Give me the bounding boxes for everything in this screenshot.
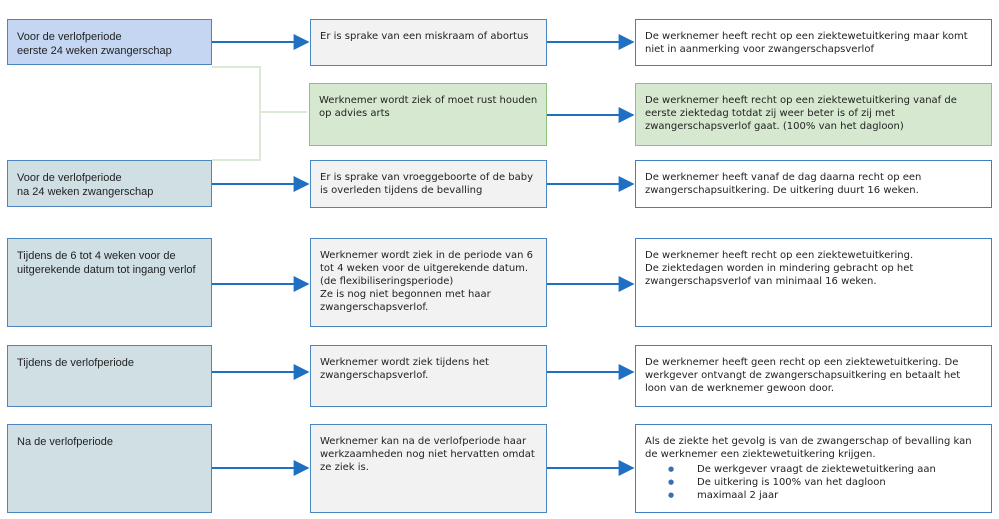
- list-item: De werkgever vraagt de ziektewetuitkerin…: [668, 463, 983, 476]
- situation-box-row1: Er is sprake van een miskraam of abortus: [310, 19, 547, 66]
- outcome-box-row4: De werknemer heeft recht op een ziektewe…: [635, 238, 992, 327]
- outcome-box-row3: De werknemer heeft vanaf de dag daarna r…: [635, 160, 992, 208]
- condition-box-row3: Voor de verlofperiode na 24 weken zwange…: [7, 160, 212, 207]
- outcome-box-row5: De werknemer heeft geen recht op een zie…: [635, 345, 992, 407]
- outcome-box-row1: De werknemer heeft recht op een ziektewe…: [635, 19, 992, 66]
- situation-box-row4: Werknemer wordt ziek in de periode van 6…: [310, 238, 547, 327]
- condition-box-row6: Na de verlofperiode: [7, 424, 212, 513]
- condition-box-row4: Tijdens de 6 tot 4 weken voor de uitgere…: [7, 238, 212, 327]
- condition-box-row5: Tijdens de verlofperiode: [7, 345, 212, 407]
- situation-box-row2: Werknemer wordt ziek of moet rust houden…: [309, 83, 547, 146]
- green-connector: [212, 66, 307, 161]
- list-item: De uitkering is 100% van het dagloon: [668, 476, 983, 489]
- outcome-box-row6: Als de ziekte het gevolg is van de zwang…: [635, 424, 992, 513]
- situation-box-row3: Er is sprake van vroeggeboorte of de bab…: [310, 160, 547, 208]
- condition-box-row1: Voor de verlofperiode eerste 24 weken zw…: [7, 19, 212, 65]
- situation-box-row5: Werknemer wordt ziek tijdens het zwanger…: [310, 345, 547, 407]
- outcome-row6-intro: Als de ziekte het gevolg is van de zwang…: [645, 436, 972, 460]
- situation-box-row6: Werknemer kan na de verlofperiode haar w…: [310, 424, 547, 513]
- list-item: maximaal 2 jaar: [668, 489, 983, 502]
- outcome-row6-bullet-list: De werkgever vraagt de ziektewetuitkerin…: [645, 463, 983, 502]
- outcome-box-row2: De werknemer heeft recht op een ziektewe…: [635, 83, 992, 146]
